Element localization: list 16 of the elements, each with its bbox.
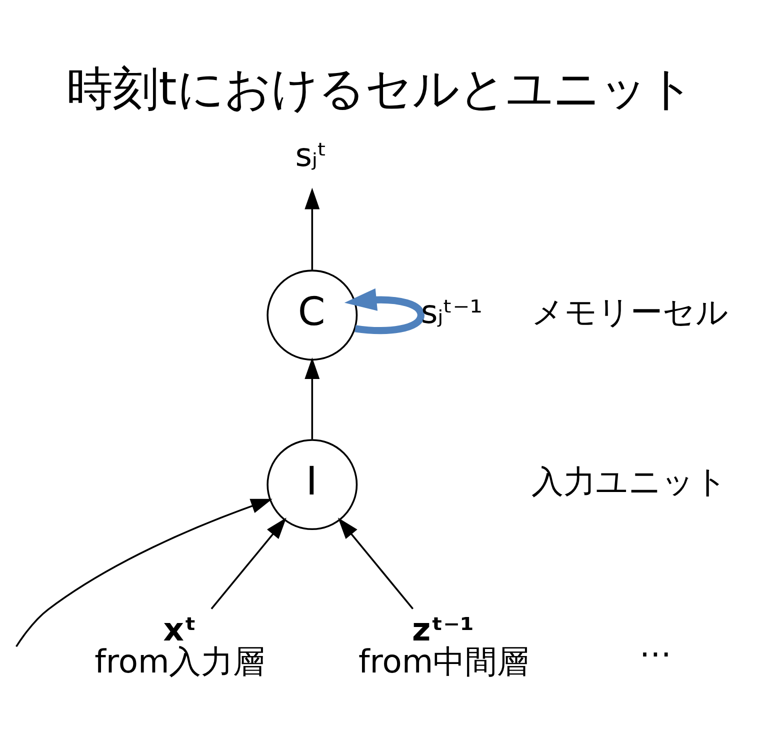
arrow xyxy=(16,498,272,648)
arrow xyxy=(338,518,414,610)
node-text: sⱼᵗ xyxy=(295,136,327,174)
diagram-title: 時刻tにおけるセルとユニット xyxy=(66,61,694,116)
arrow xyxy=(210,518,286,610)
node-label: from中間層 xyxy=(358,642,530,681)
label: … xyxy=(639,626,672,664)
edge-label: sⱼᵗ⁻¹ xyxy=(420,292,483,331)
label: 入力ユニット xyxy=(532,462,728,500)
arrow xyxy=(304,188,320,270)
arrow xyxy=(304,358,320,440)
node-circle: C xyxy=(266,270,358,361)
node-label: from入力層 xyxy=(94,642,266,681)
arrow xyxy=(344,288,425,334)
label: メモリーセル xyxy=(532,292,729,331)
node-circle: I xyxy=(266,439,358,530)
